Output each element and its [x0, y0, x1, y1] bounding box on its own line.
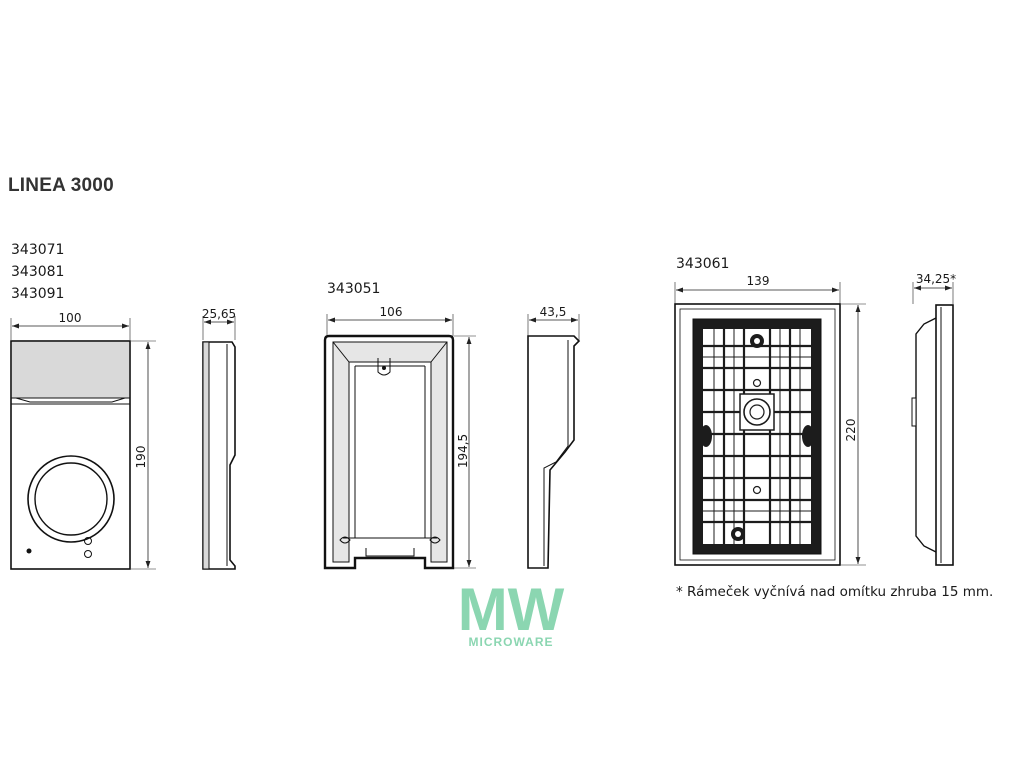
group-3-depth: 34,25*	[916, 272, 956, 286]
watermark-logo: MW MICROWARE	[458, 576, 565, 649]
series-title: LINEA 3000	[8, 175, 114, 196]
group-2-depth: 43,5	[540, 305, 567, 319]
group-3-height: 220	[844, 419, 858, 442]
group-1-code-2: 343081	[11, 264, 64, 280]
group-2-side-view	[527, 335, 581, 569]
watermark-letters: MW	[458, 576, 565, 643]
group-1-code-1: 343071	[11, 242, 64, 258]
group-1-front-view	[10, 340, 131, 570]
group-2-height: 194,5	[456, 434, 470, 468]
group-1-side-view	[202, 341, 236, 570]
group-2-width: 106	[380, 305, 403, 319]
group-3-front-view	[674, 303, 841, 566]
group-2-front-view	[323, 334, 455, 570]
group-1-code-3: 343091	[11, 286, 64, 302]
group-2-code-1: 343051	[327, 281, 380, 297]
footnote: * Rámeček vyčnívá nad omítku zhruba 15 m…	[676, 584, 993, 600]
group-3-width: 139	[747, 274, 770, 288]
group-3: 343061 139	[674, 256, 956, 566]
group-1-depth: 25,65	[202, 307, 236, 321]
watermark-text: MICROWARE	[469, 635, 554, 649]
group-1-height: 190	[134, 446, 148, 469]
group-3-code-1: 343061	[676, 256, 729, 272]
group-2: 343051 106 194,5 43,5	[323, 281, 581, 570]
group-3-side-view	[911, 304, 954, 566]
group-1: 343071 343081 343091 100 190 25	[10, 242, 236, 570]
group-1-width: 100	[59, 311, 82, 325]
